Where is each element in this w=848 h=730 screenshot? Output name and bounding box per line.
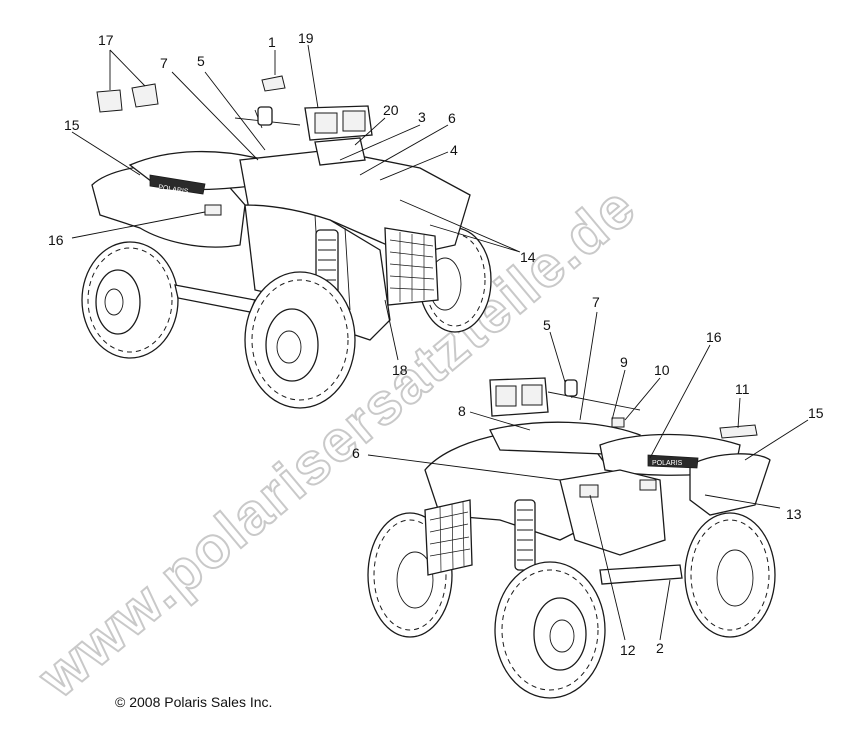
lower-front-shock [514, 499, 536, 571]
callout-6: 6 [448, 110, 456, 126]
lower-rear-wheel [684, 512, 776, 638]
callout-2: 2 [656, 640, 664, 656]
callout-11: 11 [735, 381, 750, 397]
callout-16: 16 [48, 232, 64, 248]
callout-4: 4 [450, 142, 458, 158]
callout-numbers-upper: 1 19 17 7 5 15 20 3 6 4 16 14 18 [48, 30, 536, 378]
copyright-notice: © 2008 Polaris Sales Inc. [115, 694, 273, 710]
upper-polaris-decal [149, 174, 206, 195]
callout-18: 18 [392, 362, 408, 378]
callout-15: 15 [64, 117, 80, 133]
lower-headlight-pod [489, 377, 549, 417]
upper-polaris-text: POLARIS [158, 184, 189, 196]
upper-atv: POLARIS [81, 75, 492, 409]
lower-decal-12 [579, 484, 599, 498]
lower-polaris-text: POLARIS [652, 460, 683, 467]
upper-front-grille [384, 227, 439, 306]
lower-decal-10 [611, 417, 625, 428]
decal-17-left [96, 89, 123, 113]
lower-front-grille [424, 499, 473, 576]
callout-13: 13 [786, 506, 802, 522]
upper-rear-left-wheel [81, 241, 179, 359]
upper-front-left-wheel [244, 271, 356, 409]
callout-10: 10 [654, 362, 670, 378]
leader-lines [71, 44, 809, 641]
lower-front-near-wheel [494, 561, 606, 699]
callout-numbers-lower: 7 5 16 9 10 8 11 15 6 13 12 2 [352, 294, 824, 658]
callout-5b: 5 [543, 317, 551, 333]
callout-16b: 16 [706, 329, 722, 345]
callout-17: 17 [98, 32, 114, 48]
callout-9: 9 [620, 354, 628, 370]
callout-8: 8 [458, 403, 466, 419]
callout-7: 7 [160, 55, 168, 71]
decal-11 [719, 424, 758, 439]
callout-14: 14 [520, 249, 536, 265]
callout-12: 12 [620, 642, 636, 658]
decal-17-right [131, 83, 159, 108]
upper-decal-16 [204, 204, 222, 216]
lower-handlebar [547, 379, 641, 411]
lower-polaris-decal [647, 454, 699, 469]
decal-1 [261, 75, 286, 92]
upper-footrest [174, 284, 256, 313]
callout-20: 20 [383, 102, 399, 118]
lower-decal-16 [639, 479, 657, 491]
callout-3: 3 [418, 109, 426, 125]
callout-6b: 6 [352, 445, 360, 461]
callout-7b: 7 [592, 294, 600, 310]
upper-headlight-pod [304, 105, 373, 141]
lower-footrest [599, 564, 683, 585]
callout-1: 1 [268, 34, 276, 50]
lower-atv: POLARIS [367, 377, 776, 699]
callout-5: 5 [197, 53, 205, 69]
callout-15b: 15 [808, 405, 824, 421]
lower-rear-fender [689, 453, 771, 516]
callout-19: 19 [298, 30, 314, 46]
